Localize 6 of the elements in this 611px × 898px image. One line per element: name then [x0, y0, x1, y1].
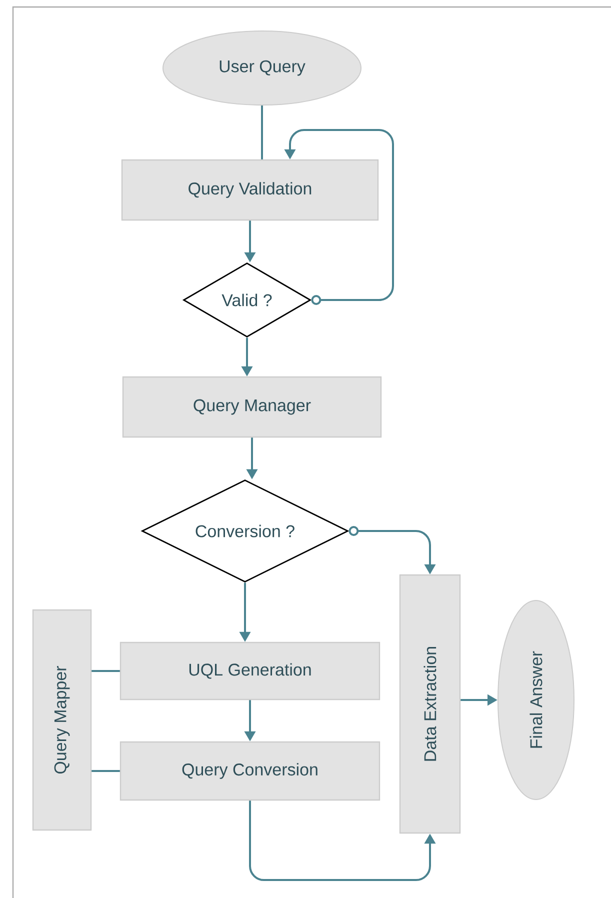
process-box: Query Conversion: [120, 741, 380, 801]
process-box: Query Manager: [122, 376, 382, 438]
process-box: UQL Generation: [120, 642, 380, 700]
process-box: Query Mapper: [32, 609, 92, 831]
process-box: Data Extraction: [399, 574, 461, 834]
process-box: Query Validation: [121, 159, 379, 221]
